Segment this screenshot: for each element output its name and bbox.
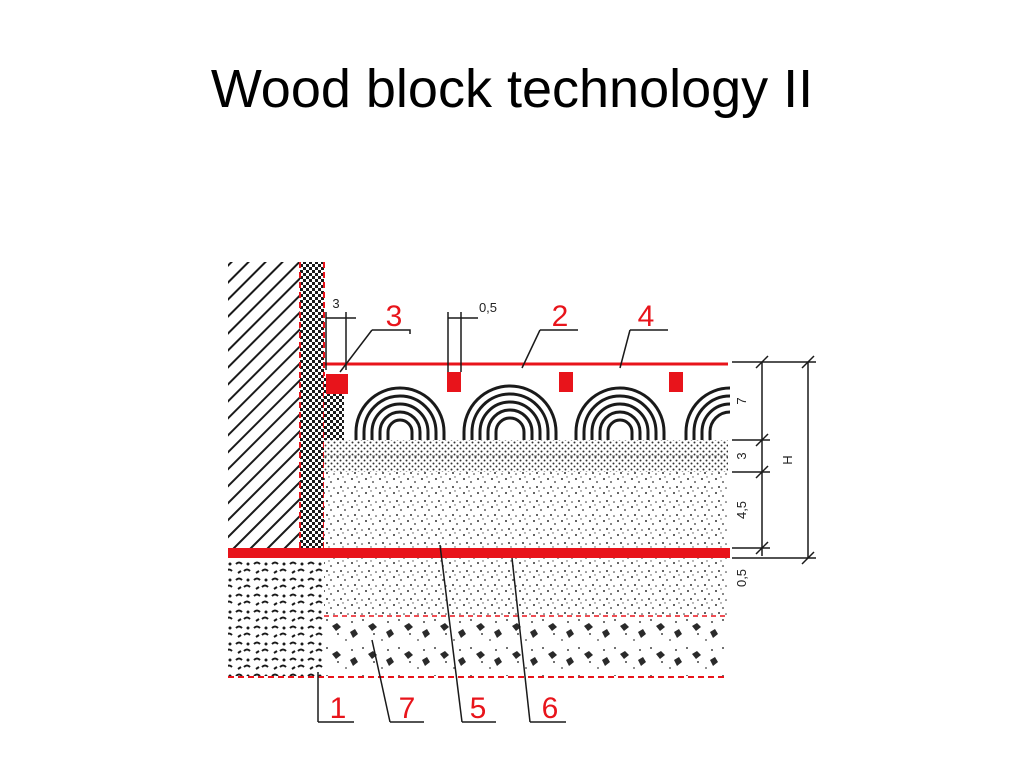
joint-fillers bbox=[326, 372, 683, 394]
callout-7: 7 bbox=[399, 692, 416, 725]
slide-title: Wood block technology II bbox=[210, 59, 814, 119]
dim-layer-a: 3 bbox=[734, 452, 749, 459]
wall-plaster bbox=[300, 262, 324, 552]
callout-6: 6 bbox=[542, 692, 559, 725]
dim-gap-left: 3 bbox=[332, 296, 339, 311]
layer-gravel bbox=[324, 618, 728, 676]
wood-blocks bbox=[354, 384, 730, 440]
callout-1: 1 bbox=[330, 692, 347, 725]
callout-4: 4 bbox=[638, 300, 655, 333]
callout-3: 3 bbox=[386, 300, 403, 333]
insulation-layer bbox=[228, 548, 730, 558]
dim-block: 7 bbox=[734, 397, 749, 404]
layer-concrete bbox=[324, 558, 728, 616]
layer-soil bbox=[228, 560, 324, 676]
dim-layer-b: 4,5 bbox=[734, 501, 749, 519]
dim-gap-top: 0,5 bbox=[479, 300, 497, 315]
dim-layer-c: 0,5 bbox=[734, 569, 749, 587]
callout-5: 5 bbox=[470, 692, 487, 725]
dim-total: H bbox=[780, 455, 795, 464]
layer-screed bbox=[324, 472, 728, 548]
wall-hatching bbox=[228, 262, 300, 550]
callout-2: 2 bbox=[552, 300, 569, 333]
